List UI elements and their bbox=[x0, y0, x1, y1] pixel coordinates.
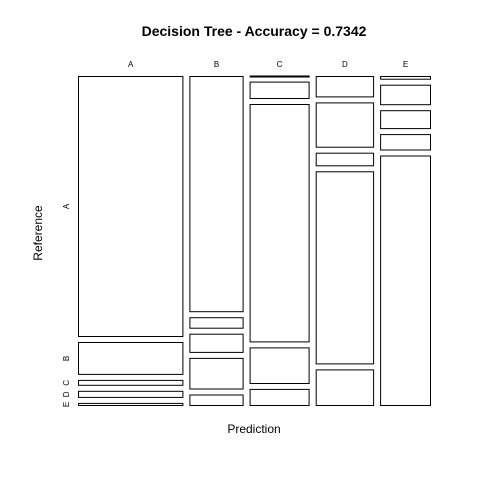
mosaic-cell-E-C bbox=[380, 110, 432, 130]
mosaic-cell-E-E bbox=[380, 155, 432, 406]
mosaic-cell-A-E bbox=[78, 402, 184, 406]
y-tick-label: D bbox=[62, 391, 71, 397]
y-tick-label: E bbox=[62, 402, 71, 407]
mosaic-cell-B-D bbox=[189, 357, 244, 390]
mosaic-cell-B-B bbox=[189, 317, 244, 329]
y-tick-label: B bbox=[62, 356, 71, 361]
mosaic-cell-D-A bbox=[315, 76, 375, 98]
mosaic-cell-A-D bbox=[78, 390, 184, 398]
mosaic-cell-D-C bbox=[315, 152, 375, 167]
mosaic-cells bbox=[78, 75, 432, 406]
mosaic-cell-B-C bbox=[189, 333, 244, 353]
y-tick-label: C bbox=[62, 380, 71, 386]
mosaic-cell-E-A bbox=[380, 76, 432, 80]
x-axis-title: Prediction bbox=[227, 422, 280, 436]
mosaic-cell-C-B bbox=[249, 81, 310, 99]
mosaic-cell-A-A bbox=[78, 76, 184, 337]
mosaic-cell-E-D bbox=[380, 134, 432, 151]
mosaic-cell-A-B bbox=[78, 342, 184, 375]
mosaic-cell-D-D bbox=[315, 171, 375, 365]
mosaic-cell-C-D bbox=[249, 347, 310, 384]
mosaic-cell-B-A bbox=[189, 76, 244, 313]
x-tick-label: E bbox=[403, 60, 408, 69]
x-tick-label: D bbox=[342, 60, 348, 69]
mosaic-cell-A-C bbox=[78, 379, 184, 386]
mosaic-cell-D-B bbox=[315, 102, 375, 148]
y-tick-label: A bbox=[62, 203, 71, 209]
mosaic-cell-C-E bbox=[249, 388, 310, 406]
x-tick-label: A bbox=[128, 60, 134, 69]
chart-title: Decision Tree - Accuracy = 0.7342 bbox=[142, 23, 367, 39]
mosaic-cell-D-E bbox=[315, 369, 375, 406]
mosaic-cell-E-B bbox=[380, 84, 432, 106]
y-axis-title: Reference bbox=[31, 205, 45, 261]
x-tick-label: C bbox=[277, 60, 283, 69]
x-tick-label: B bbox=[214, 60, 219, 69]
mosaic-cell-C-C bbox=[249, 104, 310, 343]
mosaic-cell-B-E bbox=[189, 394, 244, 406]
